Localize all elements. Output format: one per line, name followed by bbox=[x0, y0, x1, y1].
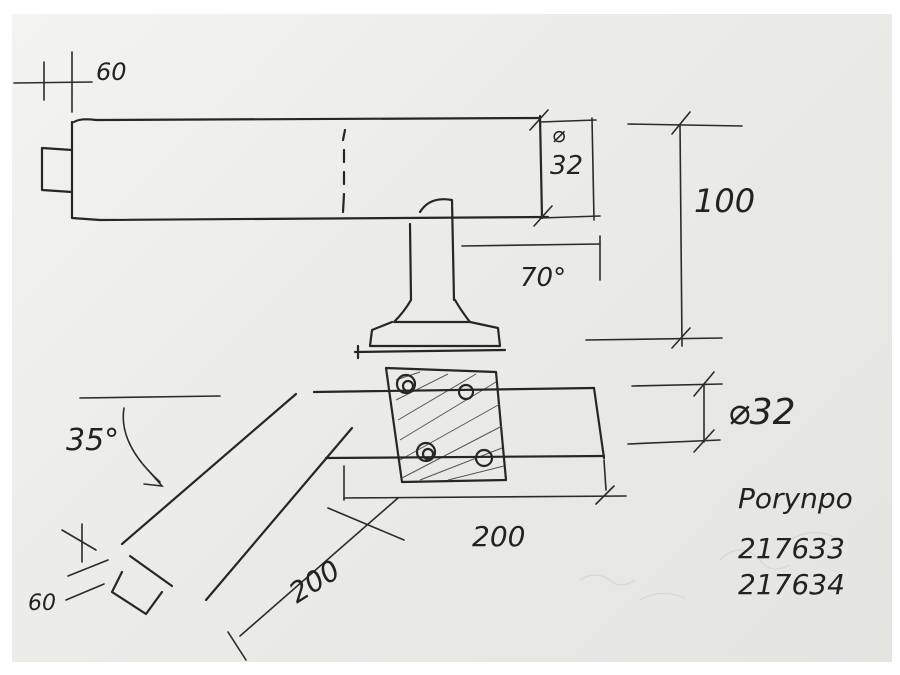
dim-angle-left-label: 35° bbox=[66, 423, 119, 458]
vertical-stem bbox=[353, 198, 507, 360]
right-diameter-dimension bbox=[627, 371, 723, 453]
dim-angle-top-label: 70° bbox=[520, 263, 566, 293]
top-left-cross bbox=[13, 51, 93, 113]
dim-length-diagonal-label: 200 bbox=[283, 553, 346, 609]
top-diameter-dimension bbox=[529, 109, 601, 227]
height-100-dimension bbox=[585, 111, 743, 349]
dim-diameter-top-label: 32 bbox=[550, 151, 583, 181]
paper-sheet bbox=[12, 14, 892, 662]
dim-diameter-symbol-label: ⌀ bbox=[552, 123, 566, 148]
top-cylinder bbox=[40, 114, 550, 222]
dim-bottom-left-label: 60 bbox=[28, 591, 56, 616]
code-1-label: 217633 bbox=[738, 532, 845, 565]
brand-label: Porуnpo bbox=[738, 482, 853, 515]
dim-height-label: 100 bbox=[694, 182, 755, 220]
angle-70-dimension bbox=[461, 235, 601, 281]
ghost-marks bbox=[579, 531, 841, 601]
dim-diameter-right-label: ⌀32 bbox=[728, 392, 795, 433]
dim-length-bottom-label: 200 bbox=[472, 520, 525, 553]
diagonal-tube bbox=[61, 392, 405, 661]
angle-35-dimension bbox=[79, 395, 221, 488]
code-2-label: 217634 bbox=[738, 568, 845, 601]
right-tube bbox=[312, 386, 627, 505]
dim-top-left-label: 60 bbox=[96, 58, 127, 86]
base-plate bbox=[384, 366, 508, 484]
